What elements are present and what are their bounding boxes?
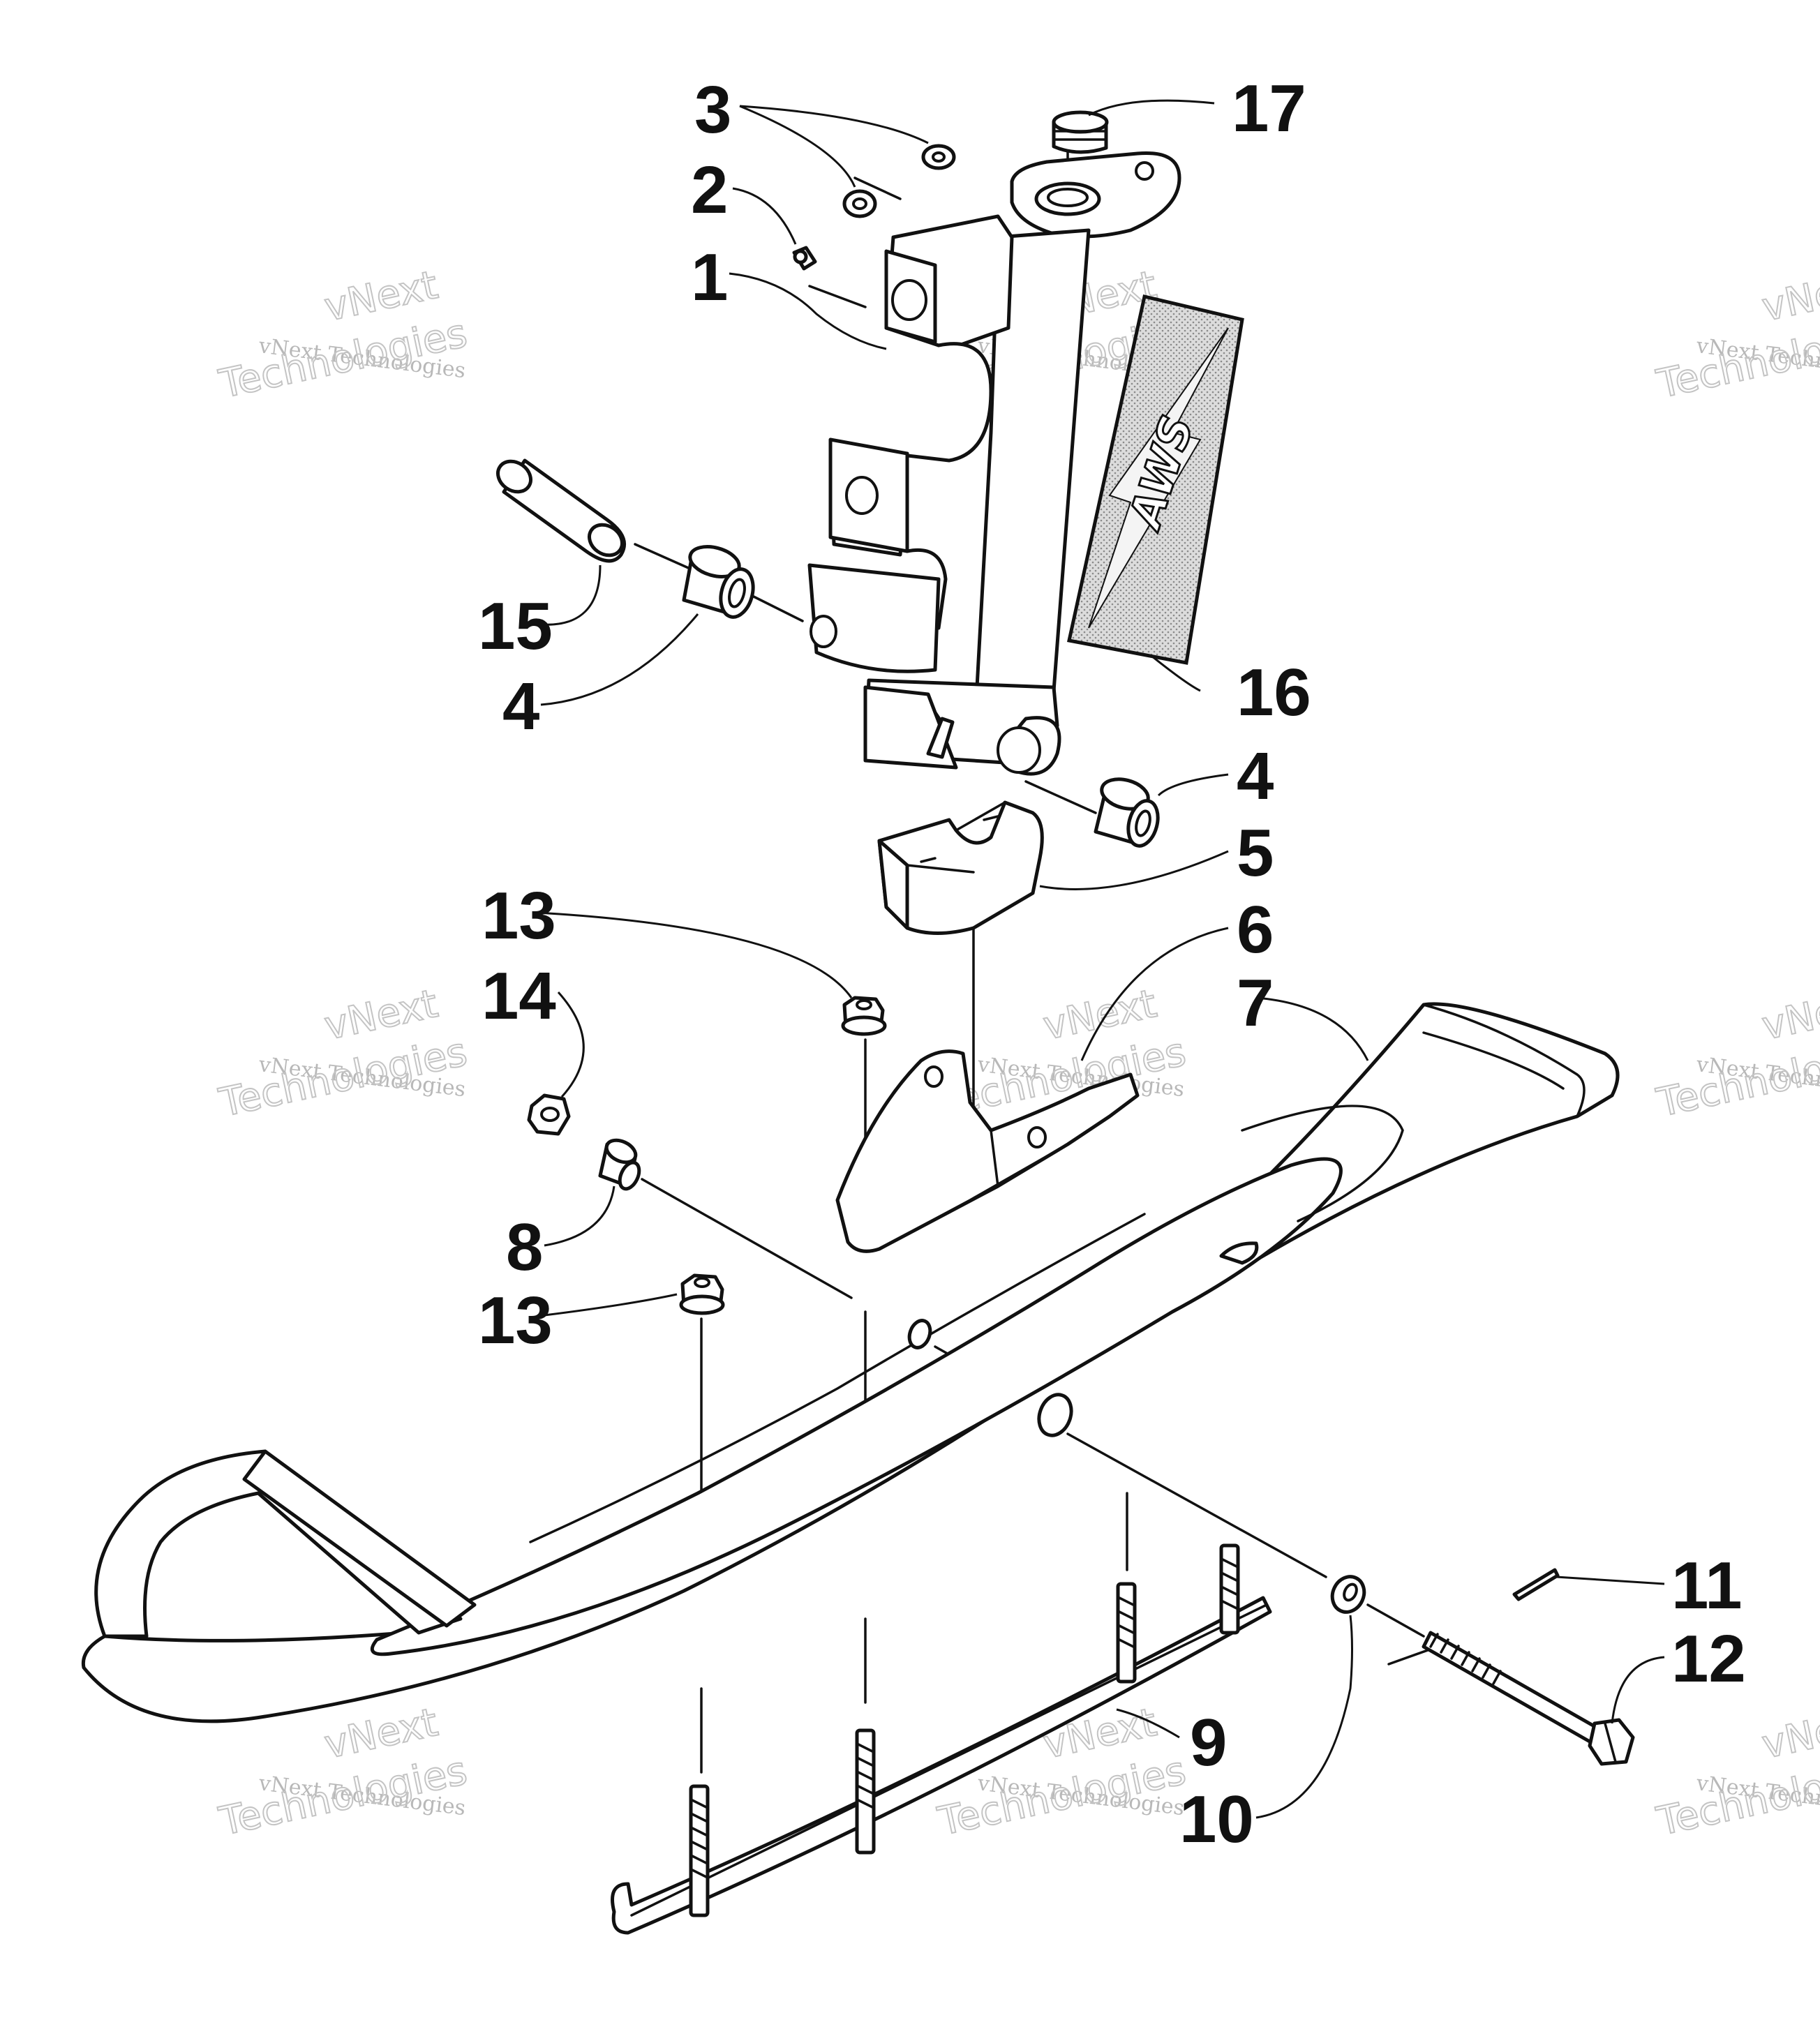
part-11-cotter-pin <box>1512 1568 1560 1601</box>
svg-text:Technologies: Technologies <box>1653 310 1820 407</box>
watermark-9: vNext vNext Technologies Technologies <box>1652 1699 1820 1846</box>
part-2-grease-fitting <box>792 246 817 271</box>
svg-text:Technologies: Technologies <box>1653 1748 1820 1845</box>
part-13-nut-lower <box>679 1273 725 1315</box>
leader-lines <box>537 99 1665 1819</box>
callout-6: 6 <box>1237 892 1274 967</box>
callouts: 1 2 3 4 4 5 6 7 8 9 10 11 12 13 13 14 15… <box>478 71 1746 1857</box>
part-9-wear-bar <box>611 1543 1272 1935</box>
part-1-spindle <box>807 151 1181 776</box>
watermark-4: vNext vNext Technologies Technologies <box>214 980 471 1127</box>
part-14-nut <box>527 1093 571 1136</box>
part-5-saddle-block <box>877 800 1044 935</box>
watermark-3: vNext vNext Technologies Technologies <box>1652 262 1820 408</box>
part-8-spacer <box>598 1138 641 1191</box>
part-4-bushing-left <box>682 545 755 619</box>
callout-1: 1 <box>691 240 728 315</box>
callout-3: 3 <box>694 73 731 147</box>
callout-11: 11 <box>1671 1548 1742 1623</box>
callout-17: 17 <box>1232 71 1306 146</box>
callout-4-left: 4 <box>502 669 539 744</box>
callout-16: 16 <box>1237 655 1311 730</box>
svg-text:vNext: vNext <box>1758 262 1820 331</box>
part-7-ski <box>81 1002 1620 1723</box>
callout-13-upper: 13 <box>482 878 556 953</box>
watermark-6: vNext vNext Technologies Technologies <box>1652 980 1820 1127</box>
part-10-washer <box>1330 1575 1366 1614</box>
part-16-aws-decal: AWS <box>1067 294 1244 665</box>
part-15-pivot-pin <box>496 458 626 563</box>
part-13-nut-upper <box>841 996 887 1036</box>
callout-10: 10 <box>1179 1782 1254 1857</box>
callout-13-lower: 13 <box>478 1283 553 1358</box>
callout-8: 8 <box>506 1210 543 1285</box>
callout-4-right: 4 <box>1237 739 1274 814</box>
watermark-1: vNext vNext Technologies Technologies <box>214 262 471 408</box>
callout-14: 14 <box>482 959 556 1033</box>
callout-5: 5 <box>1237 816 1274 890</box>
callout-9: 9 <box>1190 1705 1227 1780</box>
svg-text:vNext: vNext <box>1758 1700 1820 1768</box>
part-4-bushing-right <box>1094 777 1160 848</box>
callout-12: 12 <box>1671 1622 1746 1696</box>
callout-7: 7 <box>1237 966 1274 1040</box>
svg-text:vNext: vNext <box>1758 981 1820 1049</box>
callout-2: 2 <box>691 153 728 227</box>
part-17-cap-plug <box>1052 110 1109 154</box>
part-3-washers <box>842 144 956 218</box>
watermark-7: vNext vNext Technologies Technologies <box>214 1699 471 1846</box>
svg-text:Technologies: Technologies <box>1653 1029 1820 1126</box>
part-12-bolt <box>1422 1631 1635 1766</box>
callout-15: 15 <box>478 589 553 664</box>
part-6-mount-plate <box>835 1049 1140 1253</box>
